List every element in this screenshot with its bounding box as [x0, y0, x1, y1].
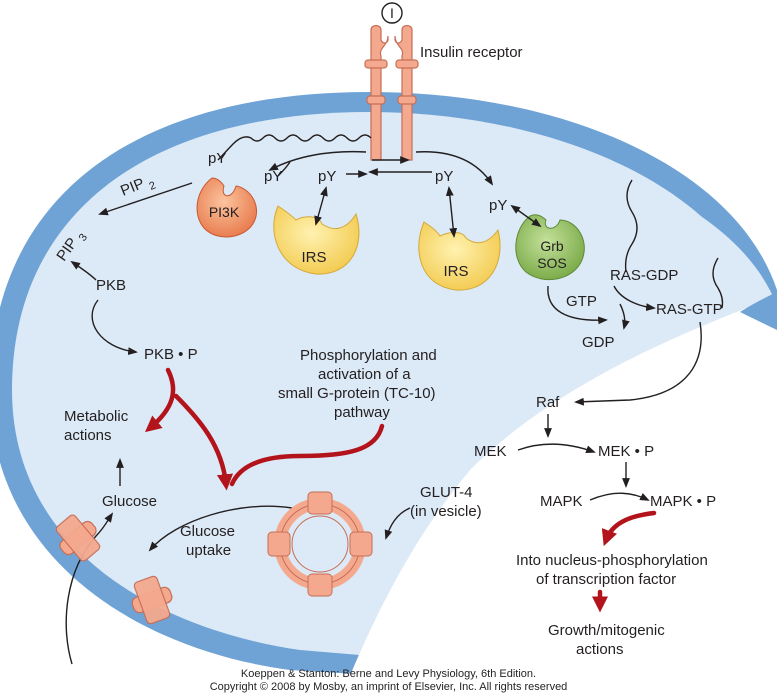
- wavy-ras-gdp: [624, 179, 638, 273]
- glut4-label-2: (in vesicle): [410, 503, 482, 520]
- svg-text:3: 3: [77, 232, 90, 244]
- arrow-receptor-py-left: [268, 150, 367, 171]
- mek-p-label: MEK • P: [598, 443, 654, 460]
- pi3k-protein: PI3K: [196, 177, 258, 238]
- arrow-pkb-pkbp: [91, 299, 138, 356]
- glut4-membrane-transporter-2: [131, 575, 173, 625]
- tc10-label-1: Phosphorylation and: [300, 347, 437, 364]
- svg-text:2: 2: [147, 180, 157, 193]
- svg-text:IRS: IRS: [443, 263, 468, 280]
- metabolic-label-2: actions: [64, 427, 112, 444]
- py-pi3k: pY: [208, 150, 226, 167]
- ras-gtp-label: RAS-GTP: [656, 301, 723, 318]
- arrow-grb-gtp: [547, 285, 608, 325]
- arrow-grb: [510, 204, 542, 228]
- credit-line-1: Koeppen & Stanton: Berne and Levy Physio…: [240, 668, 537, 680]
- arrow-mek-mekp: [517, 443, 596, 454]
- ligand-label: I: [390, 5, 394, 21]
- insulin-receptor: [364, 24, 419, 161]
- glucose-uptake-label-2: uptake: [186, 542, 231, 559]
- svg-text:Grb: Grb: [540, 238, 564, 254]
- red-arrow-nucleus: [601, 510, 657, 547]
- metabolic-label-1: Metabolic: [64, 408, 129, 425]
- arrow-glut4-vesicle: [384, 507, 411, 540]
- grb-sos-protein: Grb SOS: [515, 214, 585, 281]
- mapk-label: MAPK: [540, 493, 583, 510]
- raf-label: Raf: [536, 394, 560, 411]
- svg-text:SOS: SOS: [537, 255, 567, 271]
- insulin-ligand: I: [381, 2, 403, 24]
- arrow-irs-left: [314, 186, 328, 226]
- ras-gdp-label: RAS-GDP: [610, 267, 678, 284]
- py-irs-left-b: pY: [318, 168, 336, 185]
- py-irs-right-a: pY: [435, 168, 453, 185]
- pkb-label: PKB: [96, 277, 126, 294]
- growth-label-2: actions: [576, 641, 624, 658]
- wavy-link-receptor: [217, 134, 372, 161]
- mek-label: MEK: [474, 443, 507, 460]
- red-arrow-metabolic: [145, 367, 176, 433]
- red-arrow-tc10: [229, 423, 385, 487]
- py-irs-left-a: pY: [264, 168, 282, 185]
- credit-line-2: Copyright © 2008 by Mosby, an imprint of…: [209, 681, 568, 693]
- arrow-mapk-mapkp: [589, 492, 650, 501]
- glut4-vesicle: [267, 491, 373, 597]
- tc10-label-3: small G-protein (TC-10): [278, 385, 436, 402]
- tc10-label-2: activation of a: [318, 366, 411, 383]
- py-irs-right-b: pY: [489, 197, 507, 214]
- arrow-receptor-py-right: [415, 151, 494, 186]
- arrow-ras-raf: [574, 321, 702, 406]
- irs-right-protein: IRS: [418, 221, 501, 291]
- arrow-glucose-uptake: [148, 505, 293, 552]
- glucose-label: Glucose: [102, 493, 157, 510]
- svg-text:PI3K: PI3K: [209, 204, 240, 220]
- copyright-credit: Koeppen & Stanton: Berne and Levy Physio…: [0, 668, 777, 694]
- irs-left-protein: IRS: [273, 205, 360, 275]
- glucose-uptake-label-1: Glucose: [180, 523, 235, 540]
- tc10-label-4: pathway: [334, 404, 390, 421]
- arrow-py-tick: [277, 161, 291, 177]
- growth-label-1: Growth/mitogenic: [548, 622, 665, 639]
- gtp-label: GTP: [566, 293, 597, 310]
- svg-text:IRS: IRS: [301, 249, 326, 266]
- arrow-irs-right: [445, 186, 458, 238]
- gdp-label: GDP: [582, 334, 615, 351]
- arrow-rasgdp-rasgtp: [613, 285, 656, 312]
- glut4-membrane-transporter-1: [55, 514, 101, 562]
- pip-arrow: [98, 182, 193, 216]
- glut4-label-1: GLUT-4: [420, 484, 473, 501]
- arrow-gdp-release: [619, 303, 630, 330]
- red-arrow-glucose-uptake: [173, 393, 234, 491]
- nucleus-label-2: of transcription factor: [536, 571, 676, 588]
- pkb-p-label: PKB • P: [144, 346, 198, 363]
- mapk-p-label: MAPK • P: [650, 493, 716, 510]
- wavy-ras-gtp: [712, 257, 724, 309]
- arrow-pip3-pkb: [70, 260, 97, 281]
- nucleus-label-1: Into nucleus-phosphorylation: [516, 552, 708, 569]
- insulin-receptor-label: Insulin receptor: [420, 44, 523, 61]
